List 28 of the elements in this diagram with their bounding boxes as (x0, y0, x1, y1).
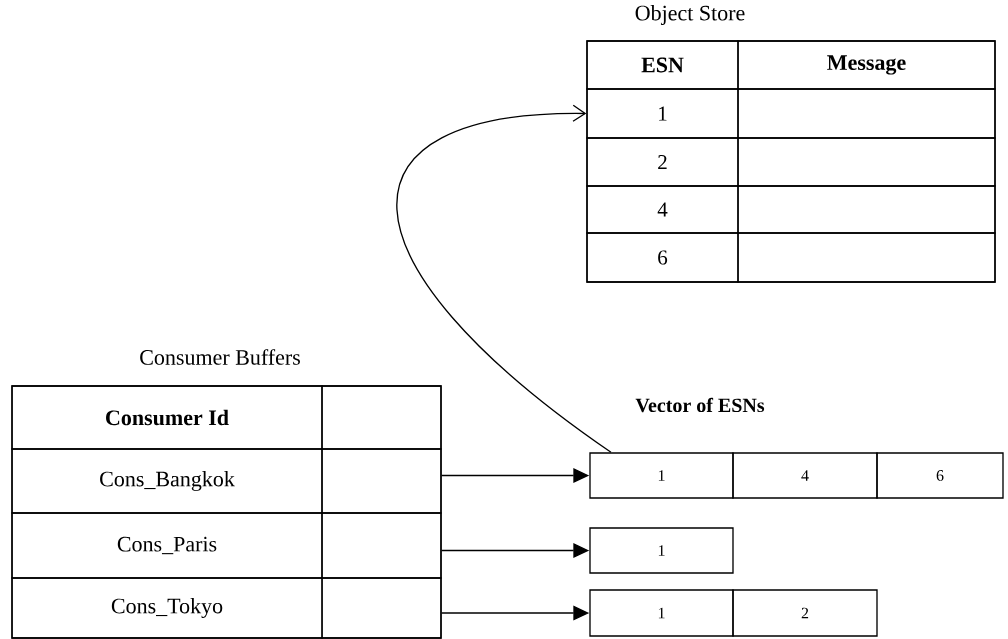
section-label: Vector of ESNs (635, 397, 765, 413)
header-cell: ESN (586, 40, 739, 90)
node-label: Object Store (635, 5, 745, 25)
vector-cell: 6 (876, 452, 1004, 499)
table-cell: 4 (586, 185, 739, 234)
pointer-cell (321, 577, 442, 639)
arrow (396, 104, 612, 453)
vector-cell: 1 (589, 527, 734, 574)
table-cell: Cons_Bangkok (11, 448, 323, 514)
vector-cell: 1 (589, 589, 734, 637)
pointer-cell (321, 512, 442, 579)
table-cell: 1 (586, 88, 739, 139)
vector-cell: 1 (589, 452, 734, 499)
table-cell (737, 185, 996, 234)
table-cell: 2 (586, 137, 739, 187)
header-cell: Message (737, 40, 996, 90)
vector-cell: 2 (732, 589, 878, 637)
pointer-cell (321, 448, 442, 514)
node-label: Consumer Buffers (140, 349, 300, 365)
table-cell: Cons_Paris (11, 512, 323, 579)
table-cell (737, 137, 996, 187)
table-cell: Cons_Tokyo (11, 577, 323, 639)
header-cell: Consumer Id (11, 385, 323, 450)
table-cell (737, 88, 996, 139)
vector-cell: 4 (732, 452, 878, 499)
table-cell: 6 (586, 232, 739, 283)
table-cell (737, 232, 996, 283)
header-cell (321, 385, 442, 450)
